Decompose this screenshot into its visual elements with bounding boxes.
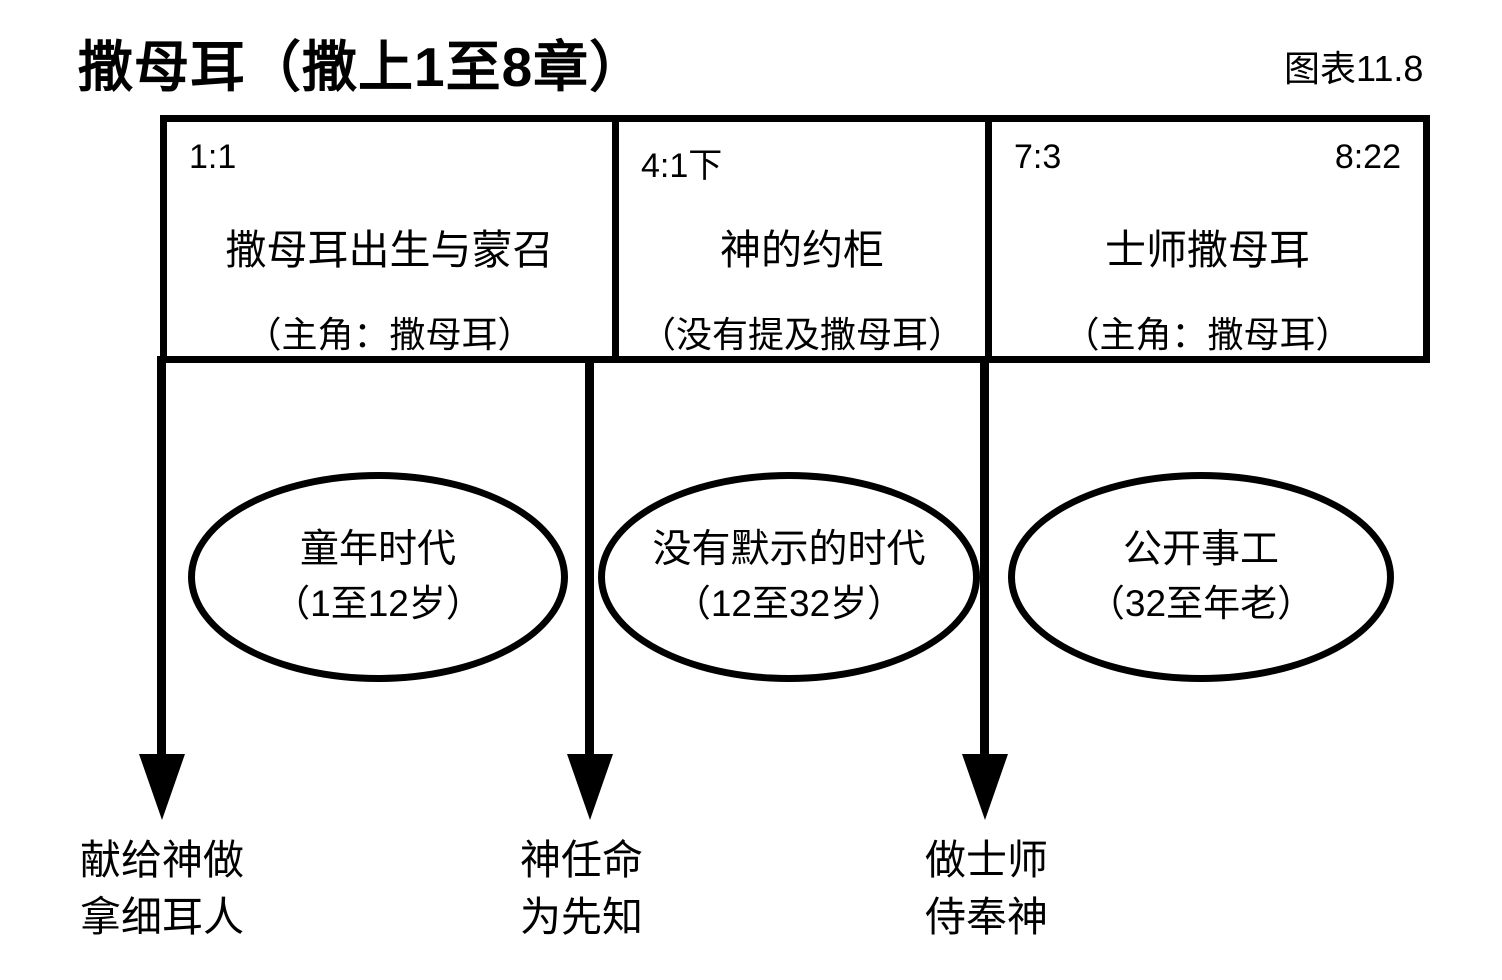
arrow-caption-line: 拿细耳人 [80,893,244,940]
era-ellipse-public-ministry: 公开事工 （32至年老） [1008,472,1394,682]
column-title: 士师撒母耳 [1105,227,1310,273]
timeline-arrow-line [157,356,166,756]
era-age-range: （1至12岁） [273,583,483,625]
arrow-caption-line: 神任命 [520,837,643,883]
arrow-caption-line: 为先知 [520,893,643,940]
down-arrowhead-icon [962,754,1008,820]
arrow-caption-prophet: 神任命 为先知 [520,832,643,945]
verse-ref-end: 8:22 [1334,138,1401,176]
arrow-caption-line: 做士师 [925,837,1048,883]
era-title: 童年时代 [299,528,456,572]
verse-ref-start: 7:3 [1014,138,1062,176]
figure-number: 图表11.8 [1284,48,1424,89]
era-ellipse-childhood: 童年时代 （1至12岁） [188,472,568,682]
page-title: 撒母耳（撒上1至8章） [78,36,646,98]
arrow-caption-judge: 做士师 侍奉神 [925,832,1048,945]
era-age-range: （32至年老） [1087,583,1315,625]
arrow-caption-line: 侍奉神 [925,893,1048,940]
outline-column-ark: 4:1下 神的约柜 （没有提及撒母耳） [612,122,985,356]
era-title: 公开事工 [1122,528,1279,572]
down-arrowhead-icon [567,754,613,820]
era-age-range: （12至32岁） [673,583,905,625]
outline-table: 1:1 撒母耳出生与蒙召 （主角：撒母耳） 4:1下 神的约柜 （没有提及撒母耳… [160,115,1430,363]
verse-ref-start: 1:1 [189,138,237,176]
column-subtitle: （主角：撒母耳） [245,315,534,355]
down-arrowhead-icon [139,754,185,820]
verse-ref-start: 4:1下 [641,147,723,185]
outline-column-judge: 7:3 8:22 士师撒母耳 （主角：撒母耳） [985,122,1423,356]
column-subtitle: （主角：撒母耳） [1063,315,1352,355]
arrow-caption-nazirite: 献给神做 拿细耳人 [80,832,244,945]
era-title: 没有默示的时代 [652,528,926,572]
column-subtitle: （没有提及撒母耳） [639,315,964,355]
outline-column-birth: 1:1 撒母耳出生与蒙召 （主角：撒母耳） [167,122,612,356]
column-title: 撒母耳出生与蒙召 [225,227,554,273]
column-title: 神的约柜 [720,227,884,273]
arrow-caption-line: 献给神做 [80,837,244,883]
timeline-arrow-line [980,356,989,756]
era-ellipse-silent-years: 没有默示的时代 （12至32岁） [598,472,980,682]
timeline-arrow-line [585,356,594,756]
